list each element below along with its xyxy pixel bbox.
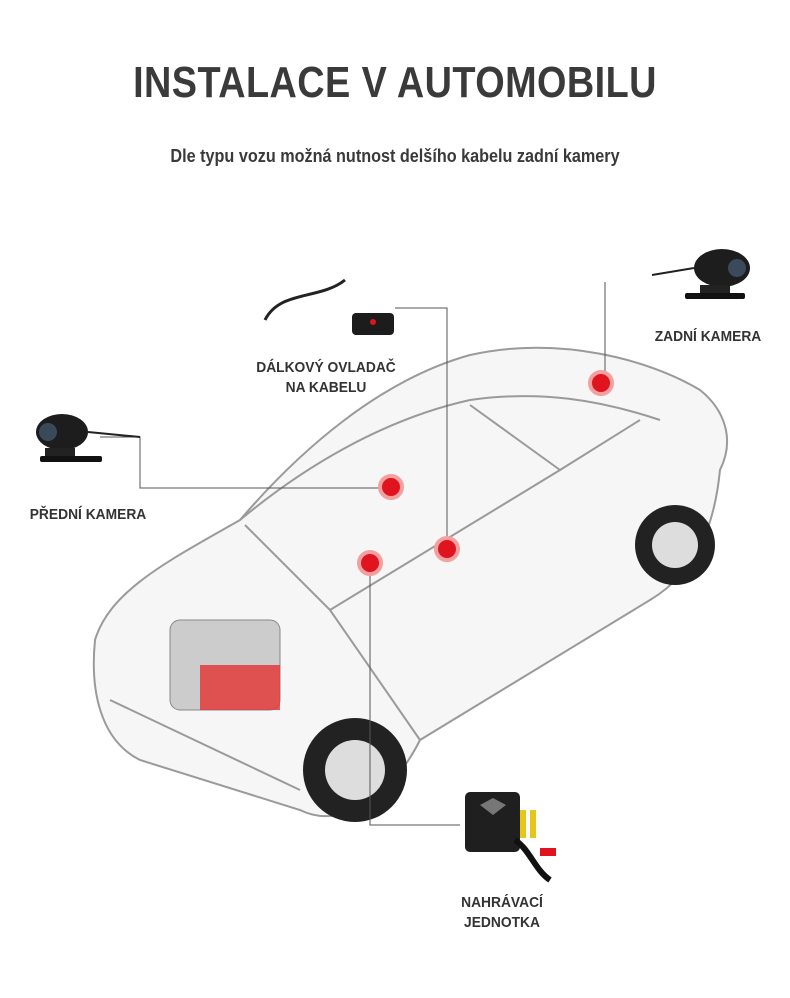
- remote-mount-dot: [434, 536, 460, 562]
- car-illustration: [92, 346, 729, 818]
- mount-points: [357, 370, 614, 576]
- recorder-unit-icon: [465, 792, 556, 883]
- page-title: INSTALACE V AUTOMOBILU: [133, 58, 657, 107]
- engine-icon: [169, 619, 281, 711]
- leader-lines: [100, 282, 606, 826]
- page-subtitle: Dle typu vozu možná nutnost delšího kabe…: [170, 146, 620, 166]
- front-camera-mount-dot: [378, 474, 404, 500]
- front-camera-label: PŘEDNÍ KAMERA: [29, 506, 147, 523]
- recorder-label-line1: NAHRÁVACÍ: [461, 894, 543, 911]
- rear-camera-label: ZADNÍ KAMERA: [654, 328, 762, 345]
- recorder-mount-dot: [357, 550, 383, 576]
- rear-camera-icon: [651, 249, 750, 299]
- front-camera-icon: [36, 414, 141, 462]
- remote-control-icon: [263, 278, 394, 335]
- remote-label: DÁLKOVÝ OVLADAČ NA KABELU: [243, 358, 409, 398]
- remote-label-line2: NA KABELU: [285, 379, 367, 396]
- front-wheel-icon: [303, 718, 407, 822]
- recorder-label-line2: JEDNOTKA: [464, 914, 540, 931]
- recorder-label: NAHRÁVACÍ JEDNOTKA: [442, 893, 562, 933]
- rear-wheel-icon: [635, 505, 715, 585]
- remote-label-line1: DÁLKOVÝ OVLADAČ: [256, 359, 396, 376]
- rear-camera-mount-dot: [588, 370, 614, 396]
